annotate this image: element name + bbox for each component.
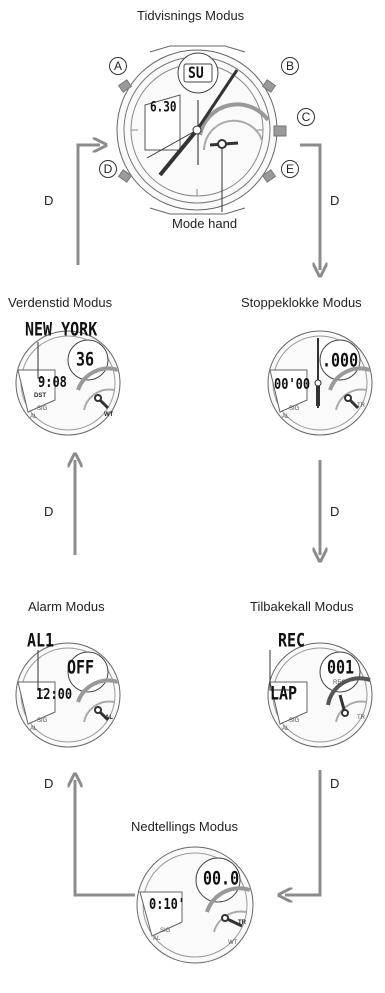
recall-name-display: REC: [278, 629, 306, 652]
countdown-left-display: 0:10': [149, 895, 186, 913]
alarm-time-display: 12:00: [36, 685, 73, 703]
rec-al-label: AL: [282, 726, 290, 732]
button-e-label: E: [281, 160, 299, 178]
rec-sig-label: SIG: [289, 718, 300, 724]
cd-wt-label: WT: [228, 940, 238, 946]
alarm-name-display: AL1: [27, 629, 55, 652]
alarm-status-display: OFF: [67, 656, 95, 679]
worldtime-dst-indicator: DST: [34, 393, 46, 399]
top-watch: [116, 45, 287, 215]
timekeeping-day-display: SU: [188, 64, 204, 83]
rec-tr-label: TR: [357, 715, 365, 721]
arrow-d-label-6: D: [330, 776, 340, 791]
arrow-d-label-5: D: [44, 776, 54, 791]
mode-title-stopwatch: Stoppeklokke Modus: [241, 295, 362, 310]
al-al-hand-label: AL: [105, 715, 113, 721]
wt-wt-label: WT: [104, 412, 114, 418]
arrow-d-label-2: D: [330, 193, 340, 208]
timekeeping-date-display: 6.30: [150, 99, 177, 116]
sw-al-label: AL: [282, 414, 290, 420]
button-c-label: C: [297, 108, 315, 126]
arrow-tk-to-sw: [300, 143, 320, 270]
recall-number-display: 001: [327, 656, 355, 679]
stopwatch-left-display: 00'00: [274, 375, 311, 393]
worldtime-digits-display: 36: [76, 348, 95, 371]
stopwatch-top-display: .000: [322, 349, 359, 372]
mode-title-alarm: Alarm Modus: [28, 599, 105, 614]
worldtime-city-display: NEW YORK: [25, 318, 98, 341]
arrow-wt-to-tk: [76, 143, 100, 265]
cd-al-label: AL: [153, 936, 161, 942]
arrow-rec-to-cd: [285, 770, 322, 895]
arrow-d-label-1: D: [44, 193, 54, 208]
worldtime-time-display: 9:08: [38, 373, 67, 391]
mode-hand-label: Mode hand: [172, 216, 238, 231]
arrow-d-label-3: D: [44, 504, 54, 519]
arrow-d-label-4: D: [330, 504, 340, 519]
cd-sig-label: SIG: [160, 928, 171, 934]
wt-al-label: AL: [30, 414, 38, 420]
sw-sig-label: SIG: [289, 406, 300, 412]
al-al-label: AL: [30, 726, 38, 732]
arrow-cd-to-al: [75, 780, 135, 897]
watch-faces: [15, 330, 373, 964]
cd-tr-label: TR: [238, 920, 246, 926]
countdown-top-display: 00.0: [203, 867, 240, 890]
mode-title-countdown: Nedtellings Modus: [131, 819, 238, 834]
recall-sub-indicator: REC: [333, 680, 346, 686]
mode-title-recall: Tilbakekall Modus: [250, 599, 354, 614]
button-b-label: B: [281, 57, 299, 75]
al-sig-label: SIG: [37, 718, 48, 724]
mode-title-timekeeping: Tidvisnings Modus: [137, 8, 245, 23]
wt-sig-label: SIG: [37, 406, 48, 412]
mode-title-worldtime: Verdenstid Modus: [8, 295, 113, 310]
button-a-label: A: [109, 57, 127, 75]
sw-tr-label: TR: [357, 403, 365, 409]
button-d-label: D: [99, 160, 117, 178]
recall-lap-display: LAP: [270, 682, 298, 705]
